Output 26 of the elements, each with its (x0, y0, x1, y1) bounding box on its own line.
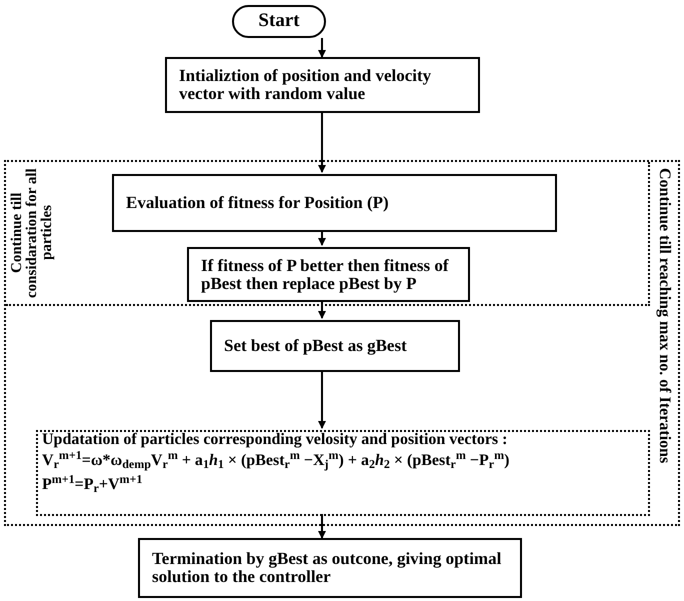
process-label: Intializtion of position and velocity vector with random value (179, 67, 432, 103)
process-box (165, 57, 480, 113)
process-box (187, 247, 470, 302)
equation: P$^{m+1}$=P$_{r}$+V$^{m+1}$ (42, 472, 144, 497)
loop-region (6, 162, 650, 306)
arrow (318, 230, 326, 246)
update-heading: Updatation of particles corresponding velosity and position vectors : (42, 432, 508, 449)
equation: V$_{r}$$^{m+1}$=ω*ω$_{demp}$V$_{r}$$^{m}$ + a$_{1}$h$_{1}$ × (pBest$_{r}$$^{m}$ −X$_{j}$$^{m}$) + a$_{2}$h$_{2}$ × (pBest$_{r}$$^{m}$ −P$_{r}$$^{m}$) (42, 448, 510, 473)
update-region (36, 430, 650, 516)
arrow (318, 370, 326, 429)
arrow (318, 38, 326, 58)
arrow (318, 300, 326, 319)
arrow (318, 113, 326, 173)
process-box (210, 320, 460, 372)
process-box (138, 538, 522, 598)
process-box (112, 174, 557, 232)
loop-region (4, 160, 680, 526)
start-terminal (232, 5, 326, 38)
process-label: If fitness of P better then fitness of pBest then replace pBest by P (201, 256, 450, 292)
process-label: Set best of pBest as gBest (224, 337, 407, 355)
loop-label: Continue till reaching max no. of Iterations (655, 168, 674, 464)
process-label: Evaluation of fitness for Position (P) (126, 194, 389, 212)
loop-label: Continue till considaration for all particles (10, 168, 55, 298)
arrow (318, 514, 326, 539)
process-label: Termination by gBest as outcone, giving optimal solution to the controller (152, 550, 502, 586)
terminal-label: Start (258, 9, 300, 34)
